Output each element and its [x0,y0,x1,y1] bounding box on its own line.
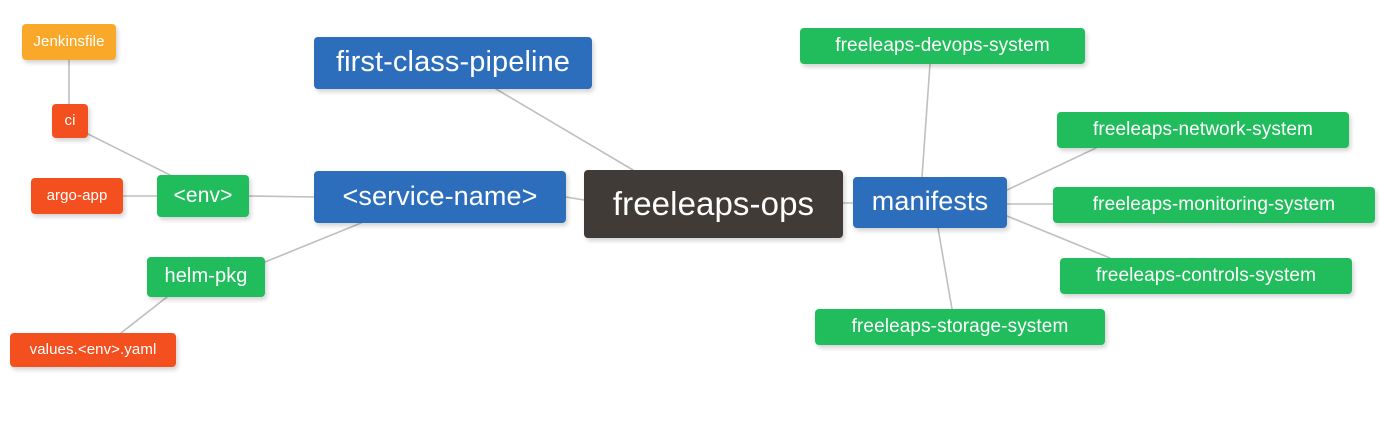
mindmap-node-env[interactable]: <env> [157,175,249,217]
mindmap-node-freeleaps-controls-system[interactable]: freeleaps-controls-system [1060,258,1352,294]
node-label-service-name: <service-name> [342,180,538,211]
edge-manifests-to-freeleaps-network-system [1006,147,1097,191]
edge-env-to-service-name [248,195,315,198]
node-label-jenkinsfile: Jenkinsfile [33,32,105,50]
node-label-manifests: manifests [871,186,989,216]
edge-first-class-pipeline-to-freeleaps-ops [495,88,634,171]
node-label-freeleaps-storage-system: freeleaps-storage-system [851,315,1069,337]
mindmap-node-service-name[interactable]: <service-name> [314,171,566,223]
node-label-freeleaps-network-system: freeleaps-network-system [1093,118,1313,140]
node-label-env: <env> [173,183,233,207]
node-label-values-env-yaml: values.<env>.yaml [29,340,157,358]
mindmap-node-jenkinsfile[interactable]: Jenkinsfile [22,24,116,60]
edge-ci-to-env [87,133,177,179]
node-label-freeleaps-controls-system: freeleaps-controls-system [1095,264,1317,286]
mindmap-node-freeleaps-network-system[interactable]: freeleaps-network-system [1057,112,1349,148]
node-label-argo-app: argo-app [46,186,108,204]
node-label-ci: ci [64,111,76,129]
edge-manifests-to-freeleaps-devops-system [921,63,931,178]
mindmap-node-freeleaps-monitoring-system[interactable]: freeleaps-monitoring-system [1053,187,1375,223]
mindmap-node-argo-app[interactable]: argo-app [31,178,123,214]
mindmap-node-values-env-yaml[interactable]: values.<env>.yaml [10,333,176,367]
node-label-freeleaps-monitoring-system: freeleaps-monitoring-system [1092,193,1336,215]
mindmap-node-manifests[interactable]: manifests [853,177,1007,228]
node-label-helm-pkg: helm-pkg [164,265,248,287]
mindmap-node-helm-pkg[interactable]: helm-pkg [147,257,265,297]
edge-manifests-to-freeleaps-storage-system [937,227,953,310]
mindmap-node-freeleaps-ops[interactable]: freeleaps-ops [584,170,843,238]
mindmap-node-ci[interactable]: ci [52,104,88,138]
node-label-freeleaps-devops-system: freeleaps-devops-system [835,34,1050,56]
edge-service-name-to-freeleaps-ops [565,196,585,201]
edge-values-env-yaml-to-helm-pkg [120,296,168,334]
node-label-first-class-pipeline: first-class-pipeline [335,45,571,78]
mindmap-node-first-class-pipeline[interactable]: first-class-pipeline [314,37,592,89]
mindmap-node-freeleaps-devops-system[interactable]: freeleaps-devops-system [800,28,1085,64]
mindmap-node-freeleaps-storage-system[interactable]: freeleaps-storage-system [815,309,1105,345]
node-label-freeleaps-ops: freeleaps-ops [612,184,815,222]
edge-helm-pkg-to-service-name [264,222,362,263]
